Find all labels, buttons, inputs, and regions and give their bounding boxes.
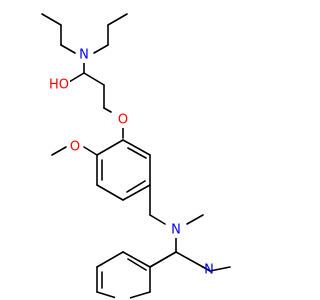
benzyl-nitrogen-label: N	[171, 223, 181, 238]
atom-bg	[115, 112, 130, 128]
atom-bg	[68, 139, 83, 155]
bond	[96, 139, 124, 156]
bond	[41, 13, 62, 26]
hydroxyl-label: HO	[49, 78, 69, 93]
ether-oxygen-label: O	[118, 113, 128, 128]
atom-bg	[48, 77, 70, 93]
bond	[202, 266, 211, 272]
atom-bg	[115, 292, 130, 300]
bond	[103, 107, 112, 113]
bond	[122, 139, 151, 156]
bond	[186, 214, 204, 225]
bond	[127, 147, 147, 159]
bond	[83, 146, 98, 156]
amine-nitrogen-label: N	[79, 48, 89, 63]
bond	[122, 251, 151, 268]
bond	[149, 251, 177, 268]
pyridine-nitrogen-label: N	[204, 263, 214, 278]
bond	[60, 44, 76, 54]
bond	[175, 251, 204, 268]
atom-bg	[168, 222, 183, 238]
bond	[93, 44, 109, 54]
atom-bg	[77, 47, 92, 63]
bond	[96, 184, 124, 201]
methoxy-oxygen-label: O	[70, 140, 80, 155]
bond	[126, 180, 146, 193]
bond	[149, 214, 166, 225]
bond	[122, 184, 151, 201]
bond	[209, 266, 231, 272]
bond	[107, 13, 128, 26]
bond	[83, 72, 105, 86]
bond	[96, 251, 124, 268]
structure-drawing: N HO O O N N	[41, 13, 231, 300]
molecule-diagram: N HO O O N N	[41, 13, 231, 300]
bond	[127, 258, 147, 271]
bond	[51, 146, 67, 156]
